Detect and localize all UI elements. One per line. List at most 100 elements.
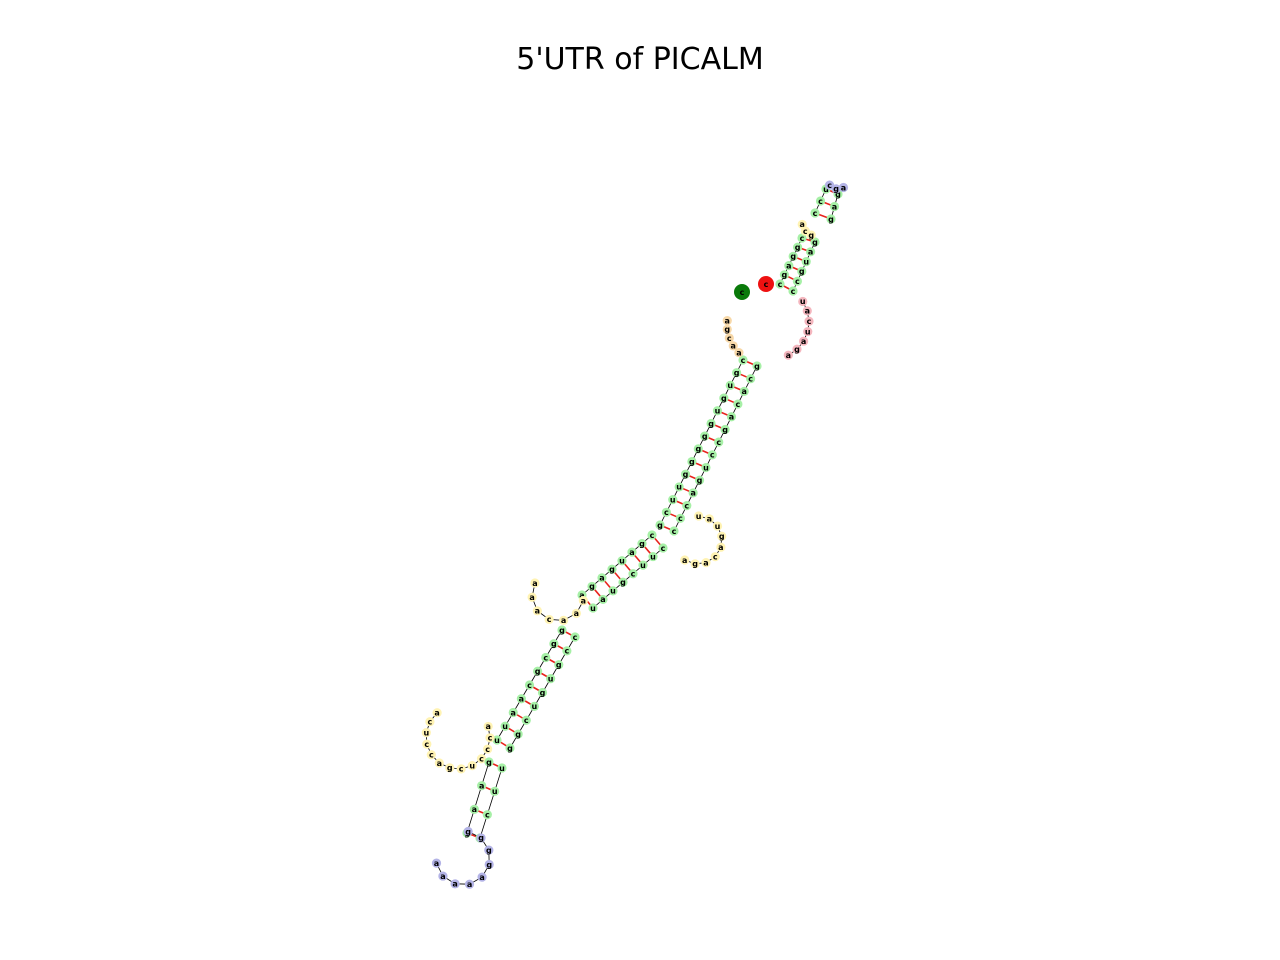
svg-text:c: c (547, 615, 552, 624)
svg-text:u: u (823, 185, 829, 194)
svg-text:a: a (519, 695, 524, 704)
lower-stem-nt: u (529, 701, 539, 711)
main-stem-nt: g (680, 469, 691, 479)
mid-stem-nt: g (637, 538, 647, 548)
five-prime-unpaired-nt: a (734, 348, 744, 357)
svg-text:g: g (697, 476, 703, 485)
svg-text:a: a (808, 248, 813, 257)
interior-loop-left-nt: c (544, 614, 554, 624)
svg-text:u: u (696, 512, 702, 521)
svg-text:a: a (511, 708, 516, 717)
svg-text:u: u (619, 557, 625, 566)
five-prime-unpaired-nt: a (728, 341, 738, 351)
svg-text:g: g (447, 764, 453, 773)
mid-stem-nt: g (607, 564, 617, 574)
svg-text:c: c (527, 681, 532, 690)
lower-stem-nt: a (508, 707, 518, 717)
svg-text:a: a (729, 413, 734, 422)
top-stem-nt: g (779, 270, 790, 280)
svg-text:a: a (479, 781, 484, 790)
svg-text:g: g (828, 215, 834, 224)
top-stem-nt: c (797, 233, 807, 243)
main-stem-nt: c (714, 437, 724, 447)
svg-text:u: u (532, 702, 538, 711)
svg-text:a: a (690, 489, 695, 498)
svg-text:g: g (486, 860, 492, 869)
top-hairpin-loop-nt: a (838, 182, 849, 192)
svg-text:g: g (689, 457, 695, 466)
svg-text:c: c (565, 647, 570, 656)
svg-text:u: u (499, 764, 505, 773)
top-interior-loop-nt: g (806, 230, 816, 240)
svg-text:a: a (742, 387, 747, 396)
svg-text:g: g (808, 231, 814, 240)
interior-loop-right-nt: a (680, 555, 690, 565)
main-stem-nt: g (752, 361, 762, 371)
svg-text:g: g (556, 661, 562, 670)
main-stem-nt: u (712, 406, 723, 416)
lower-stem-nt: g (505, 743, 515, 753)
svg-text:g: g (702, 432, 708, 441)
svg-text:a: a (707, 515, 712, 524)
bottom-hairpin-loop-nt: a (431, 858, 442, 868)
lower-stem-nt: g (513, 729, 523, 739)
main-stem-nt: g (655, 520, 665, 530)
three-prime-unpaired-nt: a (802, 306, 812, 316)
lower-stem-nt: c (524, 680, 535, 690)
svg-text:g: g (609, 565, 615, 574)
svg-text:g: g (486, 758, 492, 767)
svg-text:a: a (437, 759, 442, 768)
svg-text:c: c (740, 288, 745, 297)
svg-text:g: g (535, 667, 541, 676)
mid-stem-nt: a (597, 573, 607, 583)
top-stem-nt: a (784, 261, 794, 270)
mid-stem-nt: g (587, 581, 597, 591)
interior-loop-left-large-nt: g (445, 763, 455, 773)
three-prime-end-marker: c (758, 276, 774, 292)
svg-text:c: c (543, 653, 548, 662)
svg-text:c: c (428, 717, 433, 726)
svg-text:a: a (629, 548, 634, 557)
interior-loop-left-nt: a (559, 615, 569, 625)
lower-stem-nt: g (537, 687, 548, 697)
lower-stem-nt: g (533, 666, 543, 676)
svg-text:g: g (692, 560, 698, 569)
svg-text:g: g (708, 419, 714, 428)
main-stem-nt: c (746, 374, 756, 383)
svg-text:a: a (682, 556, 687, 565)
main-stem-nt: g (706, 418, 716, 428)
interior-loop-right-nt: a (701, 558, 711, 567)
lower-stem-nt: c (570, 632, 580, 642)
svg-text:a: a (561, 616, 566, 625)
svg-text:a: a (718, 543, 723, 552)
three-prime-unpaired-nt: c (804, 316, 814, 326)
lower-stem-nt: c (541, 652, 551, 662)
svg-text:g: g (790, 252, 796, 261)
svg-text:a: a (467, 880, 472, 889)
interior-loop-left-large-nt: c (425, 717, 435, 726)
main-stem-nt: c (661, 507, 671, 517)
svg-text:u: u (650, 552, 656, 561)
svg-text:c: c (791, 287, 796, 296)
svg-text:g: g (754, 362, 760, 371)
svg-text:a: a (832, 202, 837, 211)
main-stem-nt: u (725, 380, 735, 390)
svg-text:g: g (589, 582, 595, 591)
svg-text:c: c (803, 227, 808, 236)
svg-text:u: u (610, 587, 616, 596)
svg-text:a: a (800, 220, 805, 229)
svg-text:a: a (434, 859, 439, 868)
svg-text:g: g (782, 271, 788, 280)
top-upper-stem-nt: c (810, 208, 820, 218)
svg-text:a: a (452, 880, 457, 889)
mid-stem-nt: u (648, 551, 658, 561)
svg-text:u: u (640, 561, 646, 570)
interior-loop-left-large-nt: a (432, 708, 442, 718)
top-stem-nt: c (775, 279, 785, 289)
main-stem-nt: g (720, 424, 730, 434)
svg-text:g: g (683, 470, 689, 479)
svg-text:c: c (664, 508, 669, 517)
svg-text:g: g (507, 744, 513, 753)
svg-text:u: u (590, 604, 596, 613)
